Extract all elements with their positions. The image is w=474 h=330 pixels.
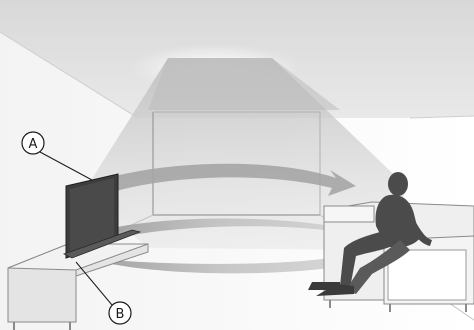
callout-b-label: B: [116, 307, 125, 322]
callout-a-label: A: [29, 137, 38, 152]
